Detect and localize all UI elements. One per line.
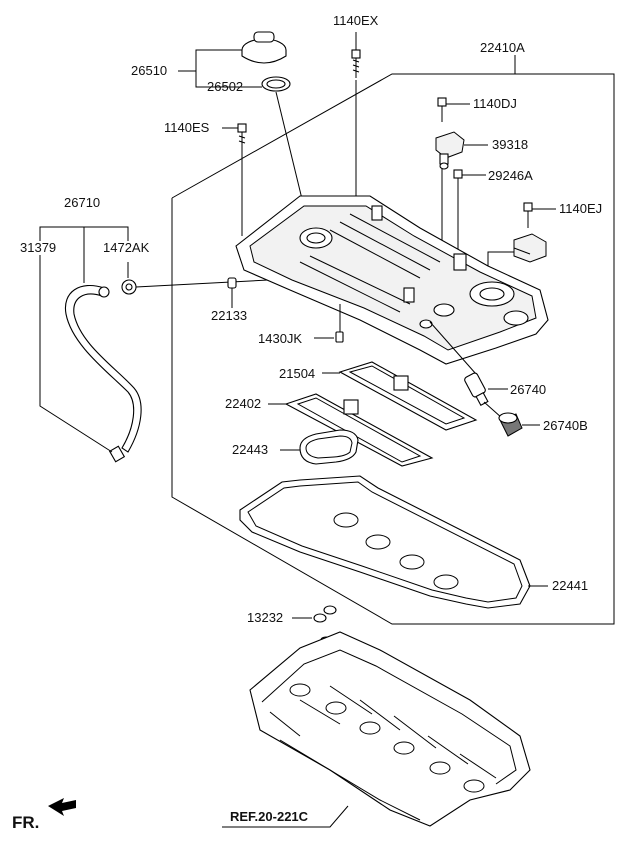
plug-tube-26740 bbox=[464, 372, 489, 407]
label-1472AK: 1472AK bbox=[103, 240, 150, 255]
leader-26502 bbox=[195, 71, 262, 88]
leader-31379 bbox=[39, 255, 113, 453]
oil-control-connector bbox=[513, 233, 547, 263]
label-26502: 26502 bbox=[207, 79, 244, 94]
baffle-21504 bbox=[338, 361, 478, 431]
front-arrow-icon bbox=[48, 798, 76, 816]
oil-filler-cap bbox=[241, 31, 287, 64]
label-31379: 31379 bbox=[20, 240, 57, 255]
label-26740B: 26740B bbox=[543, 418, 588, 433]
bolt-1140EJ bbox=[523, 202, 533, 228]
rocker-cover bbox=[235, 195, 549, 365]
bolt-1140ES bbox=[237, 123, 247, 150]
label-22402: 22402 bbox=[225, 396, 262, 411]
breather-hose bbox=[64, 284, 142, 463]
label-29246A: 29246A bbox=[488, 168, 533, 183]
cap-gasket bbox=[261, 76, 291, 92]
label-ref: REF.20-221C bbox=[230, 809, 309, 824]
leader-26740-down bbox=[483, 401, 503, 419]
leader-26740-tube bbox=[429, 321, 477, 375]
label-1140EJ: 1140EJ bbox=[559, 201, 603, 216]
leader-26510 bbox=[178, 49, 242, 72]
bolt-29246A bbox=[453, 169, 463, 196]
label-fr: FR. bbox=[12, 813, 40, 832]
cylinder-head bbox=[249, 631, 531, 827]
cam-sensor-39318 bbox=[435, 131, 465, 170]
leader-ref bbox=[222, 805, 349, 828]
label-39318: 39318 bbox=[492, 137, 529, 152]
stud-1430JK bbox=[335, 331, 344, 343]
label-22441: 22441 bbox=[552, 578, 589, 593]
label-13232: 13232 bbox=[247, 610, 284, 625]
label-22133: 22133 bbox=[211, 308, 248, 323]
label-22410A: 22410A bbox=[480, 40, 525, 55]
label-1140ES: 1140ES bbox=[164, 120, 210, 135]
label-26740: 26740 bbox=[510, 382, 547, 397]
bolt-1140EX bbox=[351, 49, 361, 78]
pcv-valve bbox=[121, 279, 137, 295]
label-26710: 26710 bbox=[64, 195, 101, 210]
plug-22133 bbox=[227, 277, 237, 289]
label-26510: 26510 bbox=[131, 63, 168, 78]
gasket-22443 bbox=[299, 429, 359, 465]
label-22443: 22443 bbox=[232, 442, 269, 457]
assembly-frame bbox=[171, 73, 615, 625]
label-1430JK: 1430JK bbox=[258, 331, 303, 346]
bolt-1140DJ bbox=[437, 97, 447, 122]
label-21504: 21504 bbox=[279, 366, 316, 381]
plug-seal-26740B bbox=[498, 412, 523, 437]
label-1140EX: 1140EX bbox=[333, 13, 379, 28]
label-1140DJ: 1140DJ bbox=[473, 96, 517, 111]
baffle-22402 bbox=[284, 393, 434, 467]
gasket-22441 bbox=[239, 475, 531, 609]
